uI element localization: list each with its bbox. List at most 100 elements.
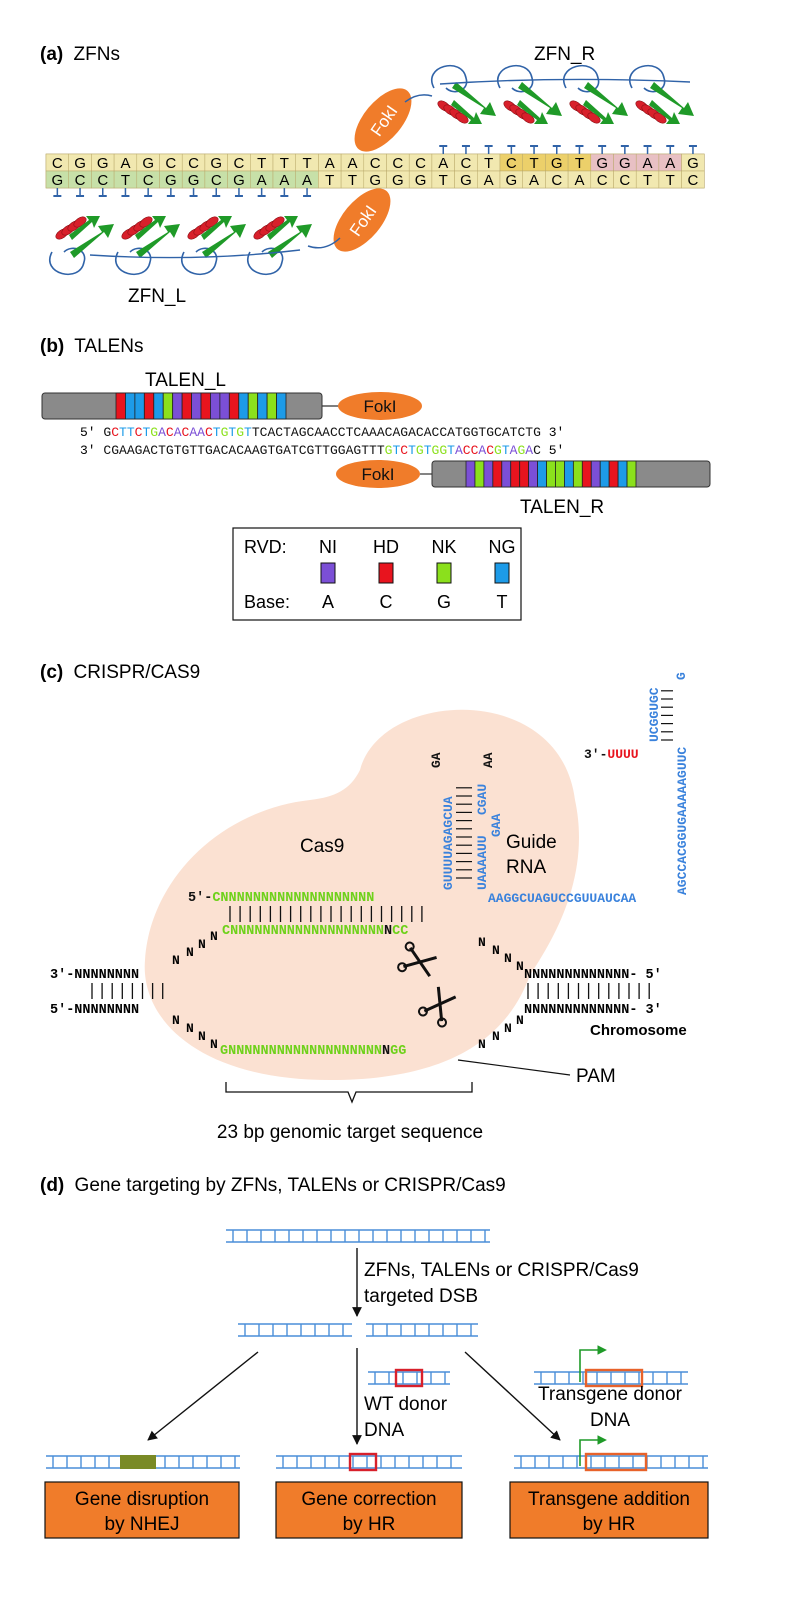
strand-base: C — [353, 425, 361, 440]
strand-base: G — [236, 425, 244, 440]
strand-base: G — [416, 443, 424, 458]
fokl-talen-l-label: FokI — [363, 397, 396, 416]
strand-base: T — [244, 425, 252, 440]
strand-base: C — [299, 443, 307, 458]
zinc-finger-strand — [135, 216, 166, 240]
zfn-bottom-base: G — [460, 172, 472, 189]
zfn-bottom-base: G — [233, 172, 245, 189]
zfn-top-base: A — [347, 155, 357, 172]
strand-base: C — [205, 425, 213, 440]
talen-repeat-unit — [172, 392, 183, 420]
strand-base: T — [392, 443, 400, 458]
scissors-bottom-icon — [417, 986, 457, 1028]
strand-base: G — [275, 443, 283, 458]
talen-repeat-unit — [572, 460, 583, 488]
strand-base: G — [135, 443, 143, 458]
zfn-top-base: T — [529, 155, 538, 172]
guide-target-base-pairs — [229, 906, 423, 922]
svg-text:3'-UUUU: 3'-UUUU — [584, 747, 639, 762]
strand-base: T — [346, 425, 354, 440]
strand-base: T — [314, 443, 322, 458]
hr-addition-arrow — [464, 1351, 561, 1441]
strand-base: A — [174, 425, 182, 440]
strand-base: T — [119, 425, 127, 440]
bubble-n: N — [172, 1013, 180, 1028]
strand-base: C — [486, 443, 494, 458]
zfn-top-base: C — [392, 155, 403, 172]
strand-base: T — [447, 443, 455, 458]
target-strand-n: N — [384, 924, 392, 939]
fokl-right-shape — [354, 88, 412, 152]
stem2-long-sequence: AGCCACGGUGAAAAAGUUC — [675, 747, 690, 895]
strand-base: C — [275, 425, 283, 440]
strand-base: A — [142, 443, 150, 458]
fokl-right-domain: FokI — [354, 88, 412, 152]
strand-base: T — [502, 443, 510, 458]
left-duplex-pairs — [91, 983, 164, 999]
legend-base: A — [322, 592, 334, 612]
bubble-n: N — [172, 953, 180, 968]
talen-repeat-unit — [247, 392, 259, 420]
zfn-top-base: T — [575, 155, 584, 172]
donor-promoter-arrow — [579, 1345, 607, 1382]
zinc-finger-strand — [650, 82, 694, 116]
talen-repeat-unit — [191, 392, 202, 420]
rvd-legend-box — [232, 527, 522, 621]
zinc-finger-strand — [518, 82, 562, 116]
zfn-top-base: C — [165, 155, 176, 172]
zfn-top-base: T — [302, 155, 311, 172]
legend-rvd: NK — [431, 537, 456, 557]
strand-base: T — [127, 425, 135, 440]
wt-donor-line1: WT donor — [364, 1394, 448, 1415]
strand-base: C — [236, 443, 244, 458]
strand-base: C — [260, 425, 268, 440]
strand-base: A — [447, 425, 455, 440]
strand-base: A — [283, 443, 291, 458]
fokl-left-domain: FokI — [333, 188, 391, 252]
strand-base: C — [400, 443, 408, 458]
strand-base: A — [478, 443, 486, 458]
panel-c-letter: (c) — [40, 662, 63, 683]
svg-text:(d) Gene targeting by ZF: (d) Gene targeting by ZFNs, TALENs or CR… — [40, 1175, 506, 1196]
zinc-finger-strand — [136, 224, 180, 258]
strand-base: T — [377, 443, 385, 458]
bubble-n: N — [478, 1037, 486, 1052]
strand-base: C — [166, 425, 174, 440]
strand-base: A — [455, 443, 463, 458]
left-bottom-strand: 5'-NNNNNNNN — [50, 1003, 139, 1018]
zfn-top-base: G — [619, 155, 631, 172]
strand-base: T — [369, 443, 377, 458]
zfn-bottom-base: G — [506, 172, 518, 189]
zfn-bottom-base: G — [369, 172, 381, 189]
cas9-label: Cas9 — [300, 836, 344, 857]
strand-base: C — [471, 443, 479, 458]
strand-base: C — [182, 425, 190, 440]
guide-5prime-label: 5'- — [188, 891, 212, 906]
zinc-finger-strand — [267, 216, 298, 240]
talen-repeat-unit — [555, 460, 565, 488]
strand-base: A — [392, 425, 400, 440]
talen-repeat-unit — [276, 392, 287, 420]
zfn-bottom-base: C — [619, 172, 630, 189]
talen-repeat-unit — [519, 460, 530, 488]
wt-donor-patch — [394, 1368, 424, 1388]
zfn-bottom-base: A — [302, 172, 312, 189]
result-promoter-arrow — [579, 1435, 607, 1466]
talen-repeat-unit — [465, 460, 476, 488]
cas9-protein-shape — [144, 709, 579, 1080]
zinc-finger-strand — [202, 224, 246, 258]
strand-suffix: 5' — [541, 443, 564, 458]
strand-base: G — [166, 443, 174, 458]
strand-base: C — [385, 425, 393, 440]
zfn-bottom-base: A — [279, 172, 289, 189]
zfn-bottom-base: G — [52, 172, 64, 189]
strand-base: G — [439, 443, 447, 458]
zfn-top-base: A — [120, 155, 130, 172]
strand-base: A — [502, 425, 510, 440]
talen-repeat-unit — [115, 392, 126, 420]
legend-swatch — [494, 562, 510, 584]
bubble-n: N — [198, 1029, 206, 1044]
strand-base: A — [408, 425, 416, 440]
zinc-finger-strand — [452, 82, 496, 116]
